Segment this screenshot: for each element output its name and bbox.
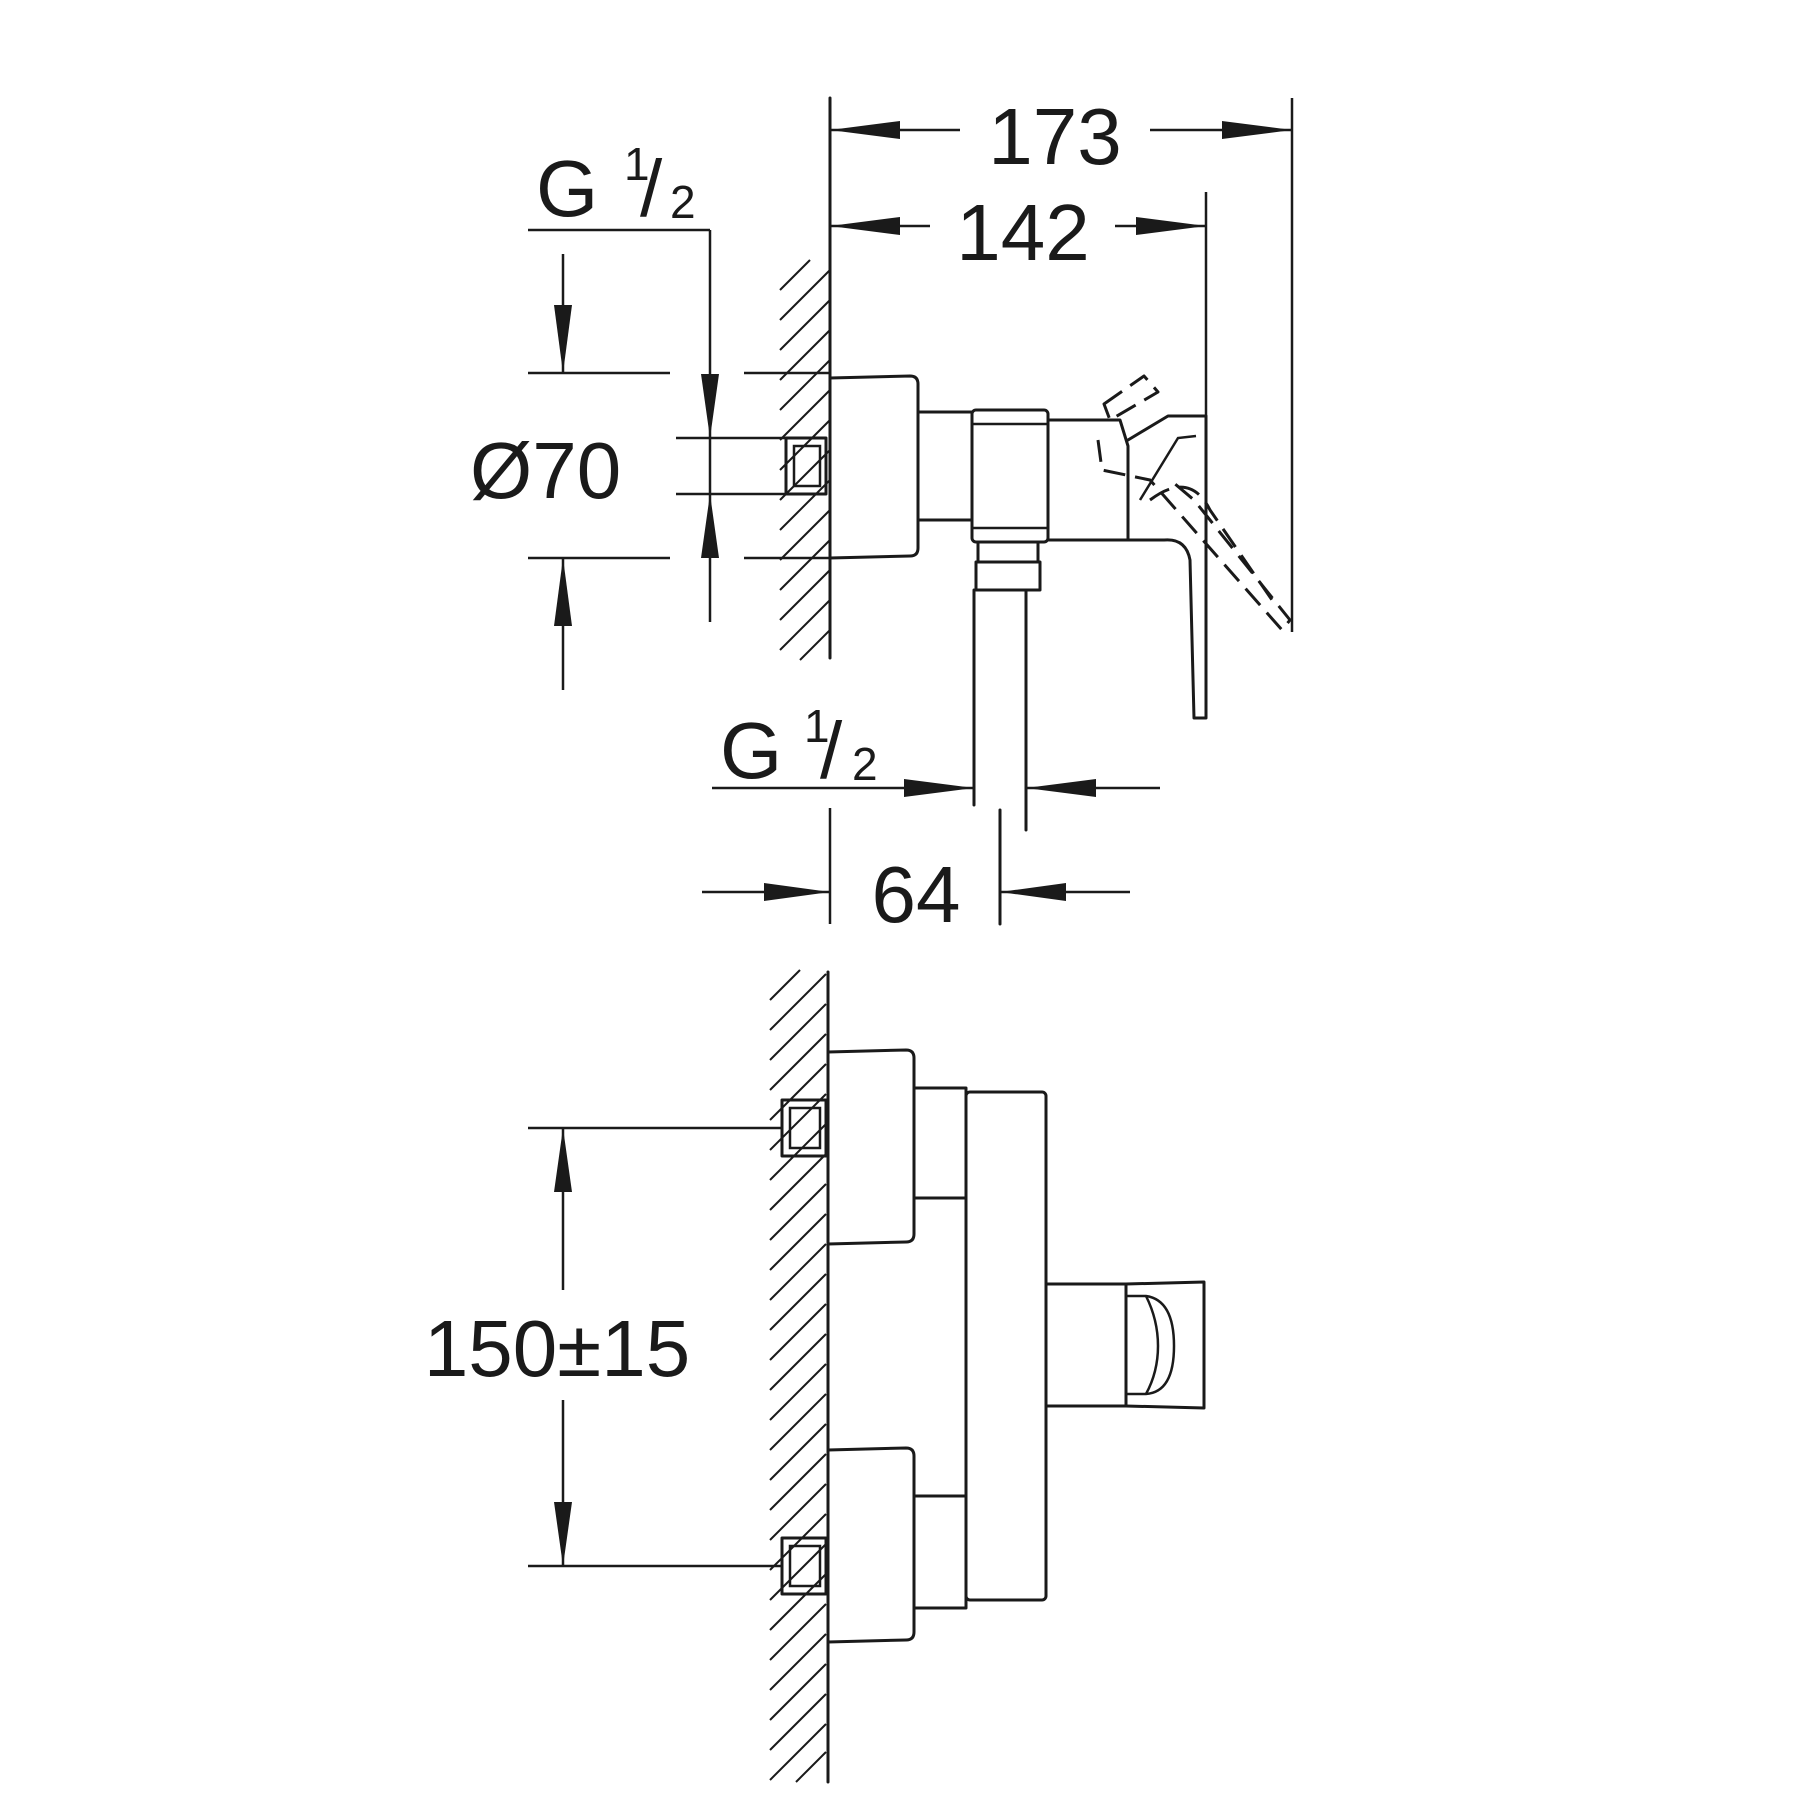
dim-spacing-label: 150±15 [424,1304,690,1393]
side-lever-alt-position [1149,485,1274,601]
side-body [916,410,974,522]
front-view: 150±15 [424,969,1206,1784]
dim-height-arrow [554,305,572,373]
dim-64-arrow [764,883,830,901]
dim-inlet-thread-slash: / [640,144,663,233]
dim-173-label: 173 [988,92,1121,181]
dim-173-arrow [1222,121,1292,139]
side-inlet-fitting [784,436,828,496]
dim-outlet-thread-arrow [904,779,974,797]
dim-outlet-thread-den: 2 [852,738,878,790]
front-inlet-fitting-top-inner [788,1106,822,1150]
side-lever-alt-position [1102,374,1160,422]
dim-outlet-thread-slash: / [820,706,843,795]
dim-inlet-thread-den: 2 [670,176,696,228]
front-lever-curve-inner [1144,1295,1160,1395]
front-lever-housing [1044,1282,1128,1408]
dim-spacing-arrow [554,1502,572,1566]
dim-70-arrow [701,374,719,438]
side-outlet-nut-lower [974,560,1042,592]
dim-64-arrow [1000,883,1066,901]
side-outlet-nut [976,540,1040,564]
front-escutcheon-top [826,1048,916,1246]
side-lever [1126,414,1208,720]
front-lever-curve [1126,1294,1176,1396]
dim-142-arrow [830,217,900,235]
front-connector-top [912,1086,968,1200]
dim-142-arrow [1136,217,1206,235]
dim-height-arrow [554,558,572,626]
front-connector-bottom [912,1494,968,1610]
front-lever [1124,1280,1206,1410]
dim-outlet-thread-arrow [1026,779,1096,797]
dim-outlet-thread-num: 1 [804,700,830,752]
front-wall-hatching [769,969,827,1783]
dim-inlet-thread-letter: G [536,144,598,233]
side-lever-housing [1046,418,1130,542]
side-view: 173 142 G 1 / 2 Ø70 G [470,92,1294,939]
front-mixer-body [964,1090,1048,1602]
side-lever-inner [1138,434,1197,501]
dim-inlet-thread-num: 1 [624,138,650,190]
side-cartridge [970,408,1050,544]
side-wall-hatching [779,259,831,661]
dim-64-label: 64 [872,850,961,939]
dim-142-label: 142 [956,188,1089,277]
side-inlet-fitting-inner [792,444,822,488]
dim-70-arrow [701,494,719,558]
front-escutcheon-bottom [826,1446,916,1644]
dim-70-label: Ø70 [470,426,621,515]
dim-spacing-arrow [554,1128,572,1192]
front-inlet-fitting-bottom-inner [788,1544,822,1588]
dim-173-arrow [830,121,900,139]
dim-outlet-thread-letter: G [720,706,782,795]
side-escutcheon [828,374,920,560]
